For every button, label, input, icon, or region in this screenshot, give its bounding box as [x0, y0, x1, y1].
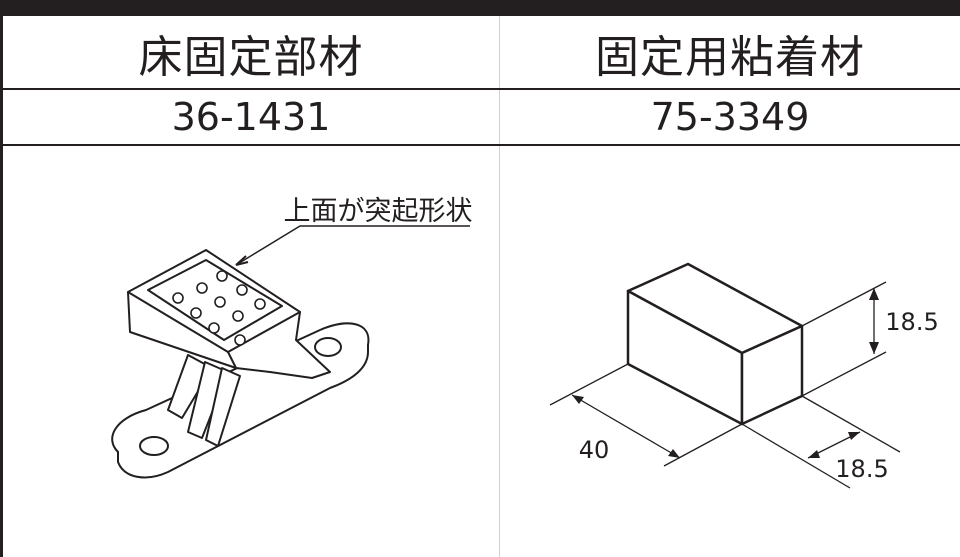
callout-label: 上面が突起形状 [284, 196, 473, 227]
callout-leader [235, 225, 470, 266]
column-floor-fixing-part: 床固定部材 36-1431 [0, 16, 499, 557]
product-illustrations: 上面が突起形状 40 [111, 196, 939, 489]
dimension-length: 40 [579, 436, 610, 464]
column-adhesive: 固定用粘着材 75-3349 [499, 16, 960, 557]
dimension-height: 18.5 [885, 308, 938, 336]
dimension-arrowheads [572, 288, 879, 458]
product-name: 床固定部材 [138, 31, 364, 83]
row-divider [0, 88, 960, 90]
row-divider [0, 144, 960, 146]
product-code: 75-3349 [650, 94, 810, 139]
floor-fixing-part-drawing [111, 249, 370, 479]
product-name: 固定用粘着材 [595, 31, 865, 83]
adhesive-block-drawing [626, 262, 804, 426]
top-bar [0, 0, 960, 16]
dimension-width: 18.5 [835, 455, 888, 483]
product-code: 36-1431 [171, 94, 331, 139]
